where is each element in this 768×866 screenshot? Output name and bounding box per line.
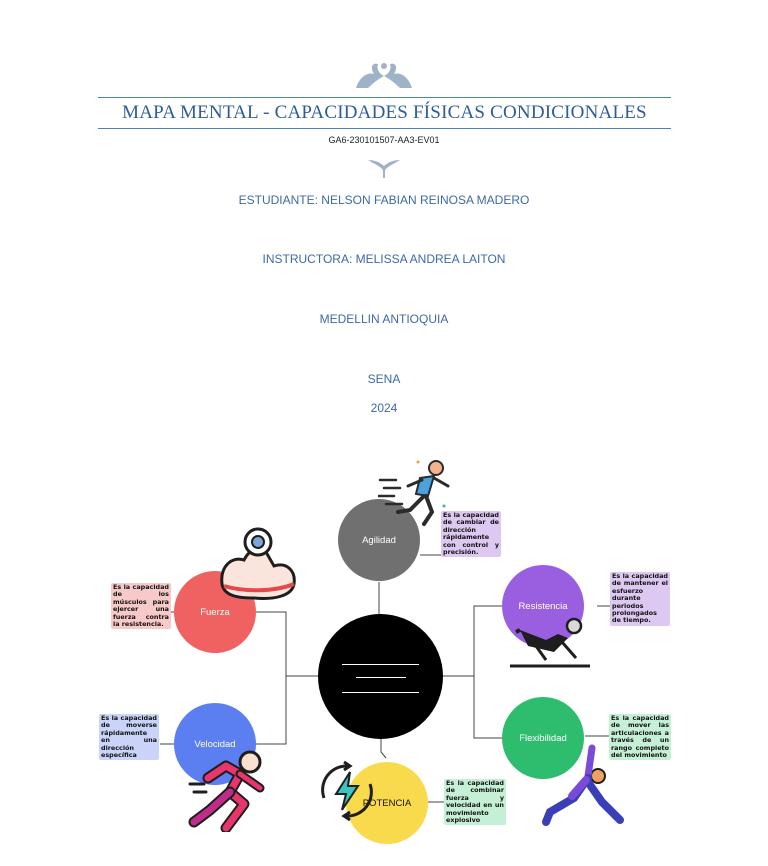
note-resistencia: Es la capacidad de mantener el esfuerzo … bbox=[610, 572, 670, 626]
note-agilidad: Es la capacidad de cambiar de dirección … bbox=[441, 511, 501, 558]
node-flexibilidad: Flexibilidad bbox=[502, 697, 584, 779]
node-fuerza-label: Fuerza bbox=[200, 606, 230, 618]
node-flexibilidad-label: Flexibilidad bbox=[519, 732, 567, 744]
node-potencia-label: POTENCIA bbox=[362, 797, 412, 809]
rowing-icon bbox=[510, 617, 590, 668]
note-velocidad: Es la capacidad de moverse rápidamente e… bbox=[99, 714, 159, 761]
note-potencia: Es la capacidad de combinar fuerza y vel… bbox=[444, 779, 506, 826]
node-agilidad: Agilidad bbox=[338, 499, 420, 581]
yoga-stretch-icon bbox=[542, 744, 624, 826]
sprinter-icon bbox=[188, 750, 265, 832]
city: MEDELLIN ANTIOQUIA bbox=[319, 312, 449, 326]
instructor-name: INSTRUCTORA: MELISSA ANDREA LAITON bbox=[262, 252, 506, 266]
ornament-top-icon bbox=[356, 63, 412, 88]
node-resistencia-label: Resistencia bbox=[518, 600, 568, 612]
power-icon bbox=[321, 760, 373, 822]
institution: SENA bbox=[367, 372, 401, 386]
document-code: GA6-230101507-AA3-EV01 bbox=[328, 135, 440, 145]
runner-agility-icon bbox=[378, 460, 450, 526]
node-potencia: POTENCIA bbox=[346, 762, 428, 844]
note-fuerza: Es la capacidad de los músculos para eje… bbox=[111, 583, 171, 630]
note-flexibilidad: Es la capacidad de mover las articulacio… bbox=[609, 714, 671, 761]
central-node bbox=[318, 614, 443, 739]
biceps-icon bbox=[220, 527, 296, 600]
student-name: ESTUDIANTE: NELSON FABIAN REINOSA MADERO bbox=[238, 193, 530, 207]
ornament-mid-icon bbox=[368, 160, 400, 178]
node-velocidad-label: Velocidad bbox=[194, 738, 236, 750]
document-title: MAPA MENTAL - CAPACIDADES FÍSICAS CONDIC… bbox=[98, 97, 671, 129]
node-agilidad-label: Agilidad bbox=[362, 534, 396, 546]
year: 2024 bbox=[370, 401, 398, 415]
